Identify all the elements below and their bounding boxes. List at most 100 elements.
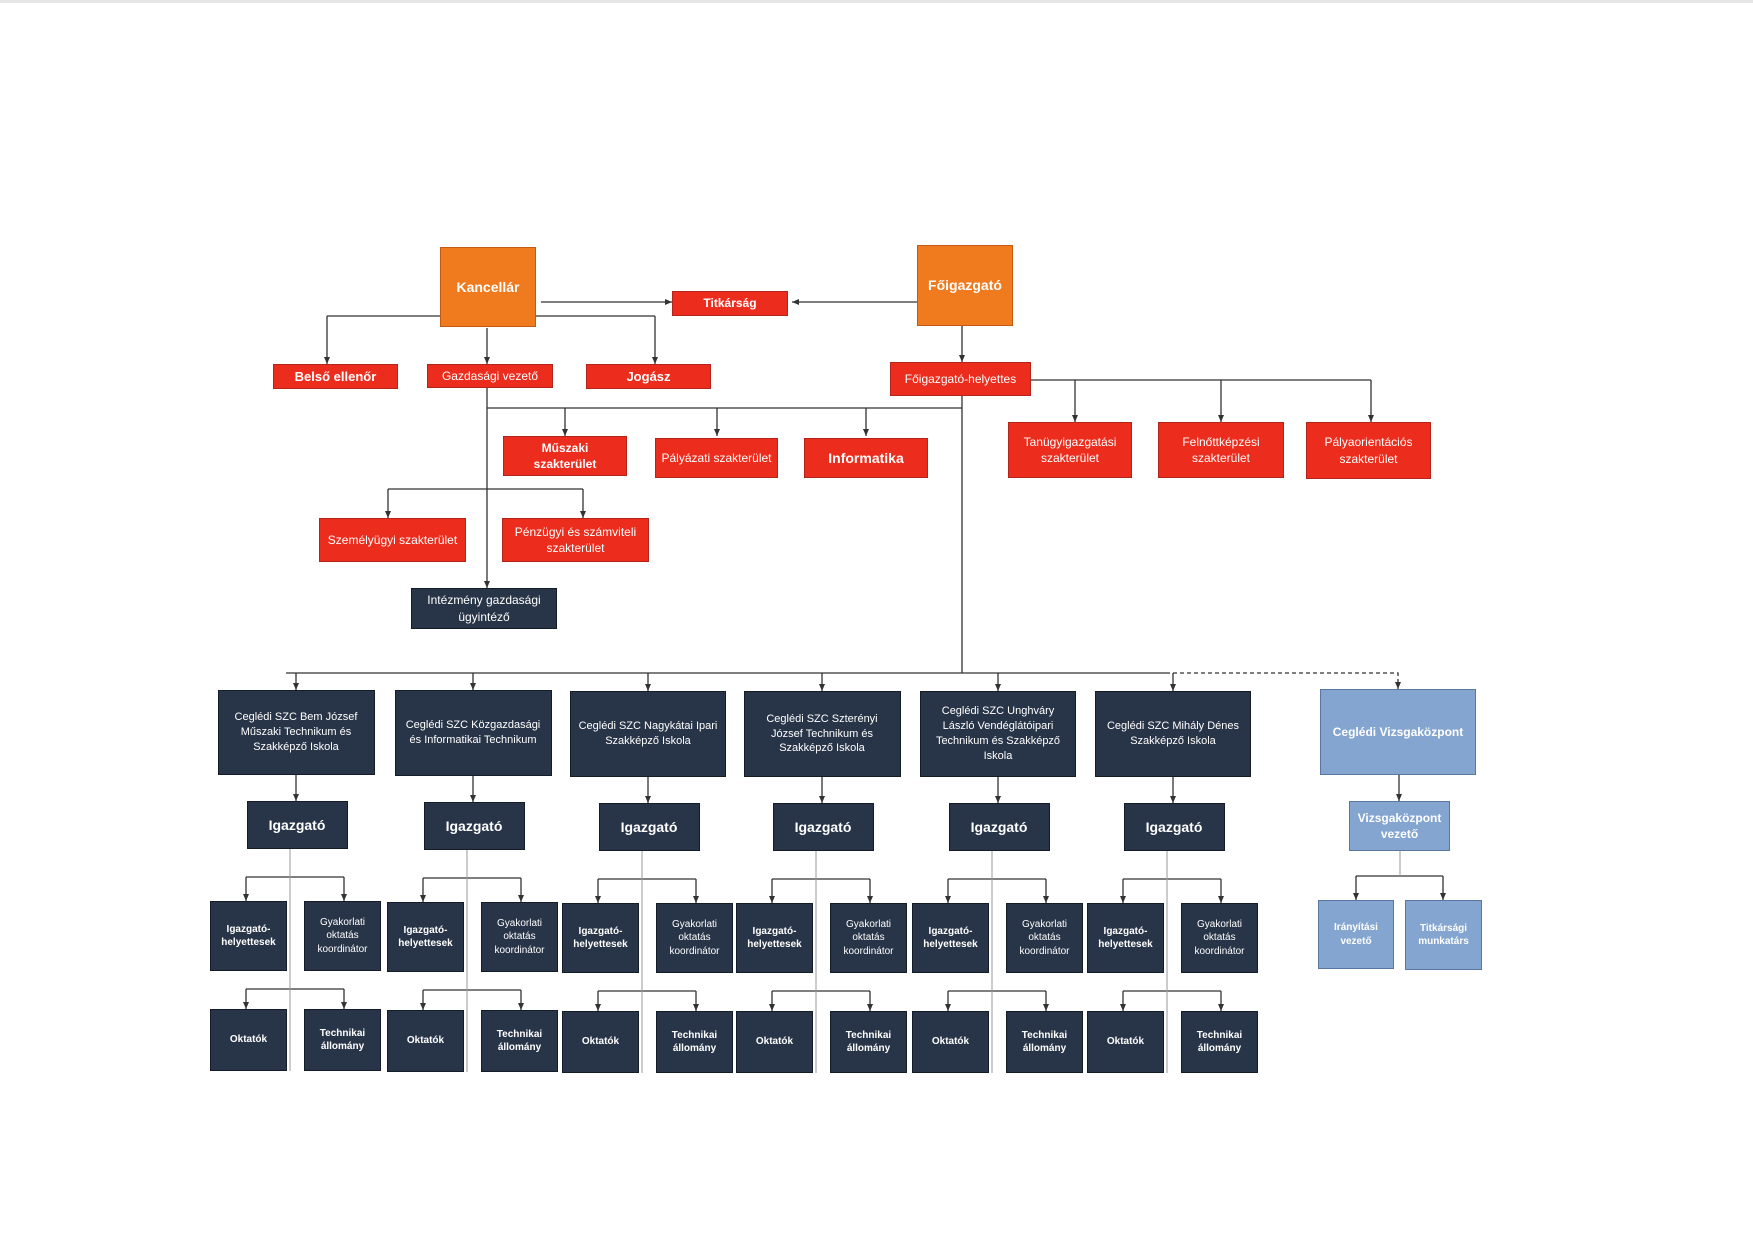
vizsgakozpont-label: Ceglédi Vizsgaközpont: [1332, 724, 1464, 739]
foigazgato-label: Főigazgató: [928, 277, 1002, 294]
felnottkepzesi-box: Felnőttképzési szakterület: [1158, 422, 1284, 478]
belso-ellenor-box: Belső ellenőr: [273, 364, 398, 389]
jogasz-label: Jogász: [626, 368, 671, 384]
school-0-label: Ceglédi SZC Bem József Műszaki Technikum…: [234, 711, 358, 753]
school-2-label: Ceglédi SZC Nagykátai Ipari Szakképző Is…: [578, 720, 718, 747]
teachers-1-label: Oktatók: [406, 1035, 445, 1047]
deputies-0-box: Igazgató-helyettesek: [210, 901, 287, 971]
director-3-box: Igazgató: [772, 803, 874, 851]
school-5-label: Ceglédi SZC Mihály Dénes Szakképző Iskol…: [1106, 720, 1240, 747]
deputies-4-label: Igazgató-helyettesek: [923, 925, 978, 951]
foigazgato-box: Főigazgató: [917, 245, 1013, 326]
school-3-box: Ceglédi SZC Szterényi József Technikum é…: [743, 691, 901, 777]
school-5-box: Ceglédi SZC Mihály Dénes Szakképző Iskol…: [1095, 691, 1251, 777]
foigazgato-helyettes-box: Főigazgató-helyettes: [890, 362, 1031, 396]
coordinator-3-label: Gyakorlati oktatás koordinátor: [843, 918, 894, 957]
deputies-5-label: Igazgató-helyettesek: [1098, 925, 1153, 951]
deputies-2-label: Igazgató-helyettesek: [573, 925, 628, 951]
gazdasagi-vezeto-label: Gazdasági vezető: [441, 368, 539, 383]
director-5-box: Igazgató: [1123, 803, 1225, 851]
technical-1-label: Technikai állomány: [496, 1028, 543, 1054]
scan-edge: [0, 0, 1753, 3]
coordinator-4-label: Gyakorlati oktatás koordinátor: [1019, 918, 1070, 957]
gazdasagi-vezeto-box: Gazdasági vezető: [427, 364, 553, 388]
coordinator-0-box: Gyakorlati oktatás koordinátor: [304, 901, 381, 971]
deputies-1-label: Igazgató-helyettesek: [398, 924, 453, 950]
coordinator-4-box: Gyakorlati oktatás koordinátor: [1006, 903, 1083, 973]
penzugyi-box: Pénzügyi és számviteli szakterület: [502, 518, 649, 562]
technical-4-label: Technikai állomány: [1021, 1029, 1068, 1055]
technical-1-box: Technikai állomány: [481, 1010, 558, 1072]
belso-ellenor-label: Belső ellenőr: [294, 368, 377, 384]
vizsgakozpont-vezeto-label: Vizsgaközpont vezető: [1357, 810, 1442, 841]
felnottkepzesi-label: Felnőttképzési szakterület: [1182, 434, 1260, 465]
connector-exam-dashed: [1166, 672, 1401, 689]
teachers-1-box: Oktatók: [387, 1010, 464, 1072]
coordinator-3-box: Gyakorlati oktatás koordinátor: [830, 903, 907, 973]
intezmeny-box: Intézmény gazdasági ügyintéző: [411, 588, 557, 629]
director-4-label: Igazgató: [970, 818, 1028, 835]
tanugy-label: Tanügyigazgatási szakterület: [1023, 434, 1117, 465]
director-3-label: Igazgató: [794, 818, 852, 835]
coordinator-1-label: Gyakorlati oktatás koordinátor: [494, 917, 545, 956]
school-0-box: Ceglédi SZC Bem József Műszaki Technikum…: [217, 690, 375, 775]
kancellar-box: Kancellár: [440, 247, 536, 327]
palyazati-box: Pályázati szakterület: [655, 438, 778, 478]
titkarsag-box: Titkárság: [672, 291, 788, 316]
palyaorientacios-label: Pályaorientációs szakterület: [1324, 435, 1413, 466]
teachers-4-label: Oktatók: [931, 1036, 970, 1048]
teachers-3-box: Oktatók: [736, 1011, 813, 1073]
coordinator-5-label: Gyakorlati oktatás koordinátor: [1194, 918, 1245, 957]
technical-2-box: Technikai állomány: [656, 1011, 733, 1073]
technical-0-label: Technikai állomány: [319, 1027, 366, 1053]
school-4-label: Ceglédi SZC Unghváry László Vendéglátóip…: [935, 705, 1061, 762]
iranyitasi-vezeto-label: Irányítási vezető: [1334, 922, 1378, 947]
kancellar-label: Kancellár: [456, 278, 520, 295]
technical-3-label: Technikai állomány: [845, 1029, 892, 1055]
palyazati-label: Pályázati szakterület: [661, 450, 772, 465]
deputies-5-box: Igazgató-helyettesek: [1087, 903, 1164, 973]
iranyitasi-vezeto-box: Irányítási vezető: [1318, 900, 1394, 969]
vizsgakozpont-vezeto-box: Vizsgaközpont vezető: [1349, 801, 1450, 851]
teachers-5-label: Oktatók: [1106, 1036, 1145, 1048]
palyaorientacios-box: Pályaorientációs szakterület: [1306, 422, 1431, 479]
coordinator-2-label: Gyakorlati oktatás koordinátor: [669, 918, 720, 957]
teachers-5-box: Oktatók: [1087, 1011, 1164, 1073]
coordinator-0-label: Gyakorlati oktatás koordinátor: [317, 916, 368, 955]
director-4-box: Igazgató: [948, 803, 1050, 851]
teachers-3-label: Oktatók: [755, 1036, 794, 1048]
director-0-label: Igazgató: [268, 816, 326, 833]
coordinator-5-box: Gyakorlati oktatás koordinátor: [1181, 903, 1258, 973]
director-5-label: Igazgató: [1145, 818, 1203, 835]
school-1-label: Ceglédi SZC Közgazdasági és Informatikai…: [405, 719, 541, 746]
director-1-label: Igazgató: [445, 817, 503, 834]
teachers-0-label: Oktatók: [229, 1034, 268, 1046]
technical-5-label: Technikai állomány: [1196, 1029, 1243, 1055]
deputies-3-label: Igazgató-helyettesek: [747, 925, 802, 951]
school-1-box: Ceglédi SZC Közgazdasági és Informatikai…: [394, 690, 552, 776]
school-4-box: Ceglédi SZC Unghváry László Vendéglátóip…: [920, 691, 1076, 777]
vizsgakozpont-box: Ceglédi Vizsgaközpont: [1320, 689, 1476, 775]
titkarsagi-munkatars-box: Titkársági munkatárs: [1405, 900, 1482, 970]
intezmeny-label: Intézmény gazdasági ügyintéző: [427, 593, 541, 624]
muszaki-box: Műszaki szakterület: [503, 436, 627, 476]
technical-0-box: Technikai állomány: [304, 1009, 381, 1071]
technical-5-box: Technikai állomány: [1181, 1011, 1258, 1073]
penzugyi-label: Pénzügyi és számviteli szakterület: [514, 524, 637, 555]
deputies-1-box: Igazgató-helyettesek: [387, 902, 464, 972]
teachers-2-label: Oktatók: [581, 1036, 620, 1048]
coordinator-1-box: Gyakorlati oktatás koordinátor: [481, 902, 558, 972]
director-0-box: Igazgató: [246, 801, 348, 849]
teachers-2-box: Oktatók: [562, 1011, 639, 1073]
deputies-0-label: Igazgató-helyettesek: [221, 923, 276, 949]
school-2-box: Ceglédi SZC Nagykátai Ipari Szakképző Is…: [570, 691, 726, 777]
director-1-box: Igazgató: [423, 802, 525, 850]
teachers-4-box: Oktatók: [912, 1011, 989, 1073]
technical-4-box: Technikai állomány: [1006, 1011, 1083, 1073]
titkarsag-label: Titkárság: [703, 296, 757, 311]
jogasz-box: Jogász: [586, 364, 711, 389]
school-3-label: Ceglédi SZC Szterényi József Technikum é…: [766, 712, 878, 755]
technical-2-label: Technikai állomány: [671, 1029, 718, 1055]
